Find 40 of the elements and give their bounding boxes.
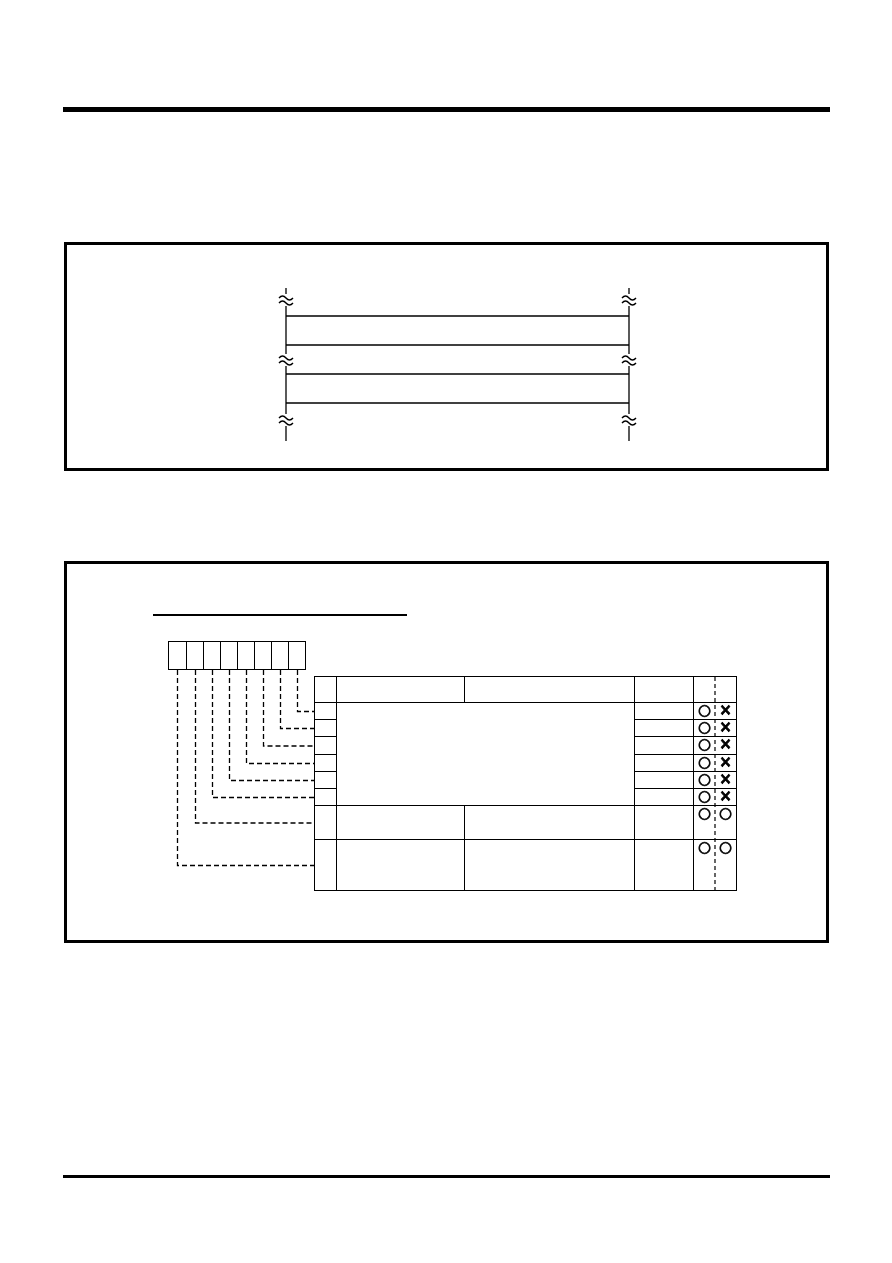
bit-cell [238, 641, 255, 670]
leader-line [296, 669, 315, 713]
status-symbol: × [719, 755, 732, 770]
status-symbol: × [719, 772, 732, 787]
bit-cell [255, 641, 272, 670]
bit-cell [221, 641, 238, 670]
status-symbol: ○ [697, 755, 712, 770]
status-symbol: ○ [697, 789, 712, 804]
table-cell [314, 806, 337, 840]
status-symbol: × [719, 737, 732, 752]
status-symbol: ○ [697, 806, 712, 821]
leader-line [228, 669, 315, 782]
bit-cell [289, 641, 306, 670]
bit-cell [187, 641, 204, 670]
bit-cell [204, 641, 221, 670]
leader-line [245, 669, 315, 765]
leader-line [194, 669, 315, 824]
bit-cell [272, 641, 289, 670]
leader-line [279, 669, 315, 730]
table-cell [314, 840, 337, 891]
leader-line [176, 669, 315, 867]
table-cell [314, 737, 337, 755]
status-symbol: × [719, 789, 732, 804]
table-cell [314, 720, 337, 737]
table-cell [314, 789, 337, 806]
status-symbol: ○ [697, 840, 712, 855]
status-symbol: ○ [718, 806, 733, 821]
leader-line [262, 669, 315, 747]
table-cell [314, 772, 337, 789]
table-cell [314, 755, 337, 772]
status-symbol: ○ [697, 703, 712, 718]
status-symbol: ○ [697, 737, 712, 752]
leader-line [211, 669, 315, 799]
table-cell [314, 703, 337, 720]
status-symbol: × [719, 720, 732, 735]
bit-cell [168, 641, 187, 670]
status-symbol: ○ [697, 772, 712, 787]
status-symbol: ○ [718, 840, 733, 855]
status-symbol: × [719, 703, 732, 718]
status-symbol: ○ [697, 720, 712, 735]
